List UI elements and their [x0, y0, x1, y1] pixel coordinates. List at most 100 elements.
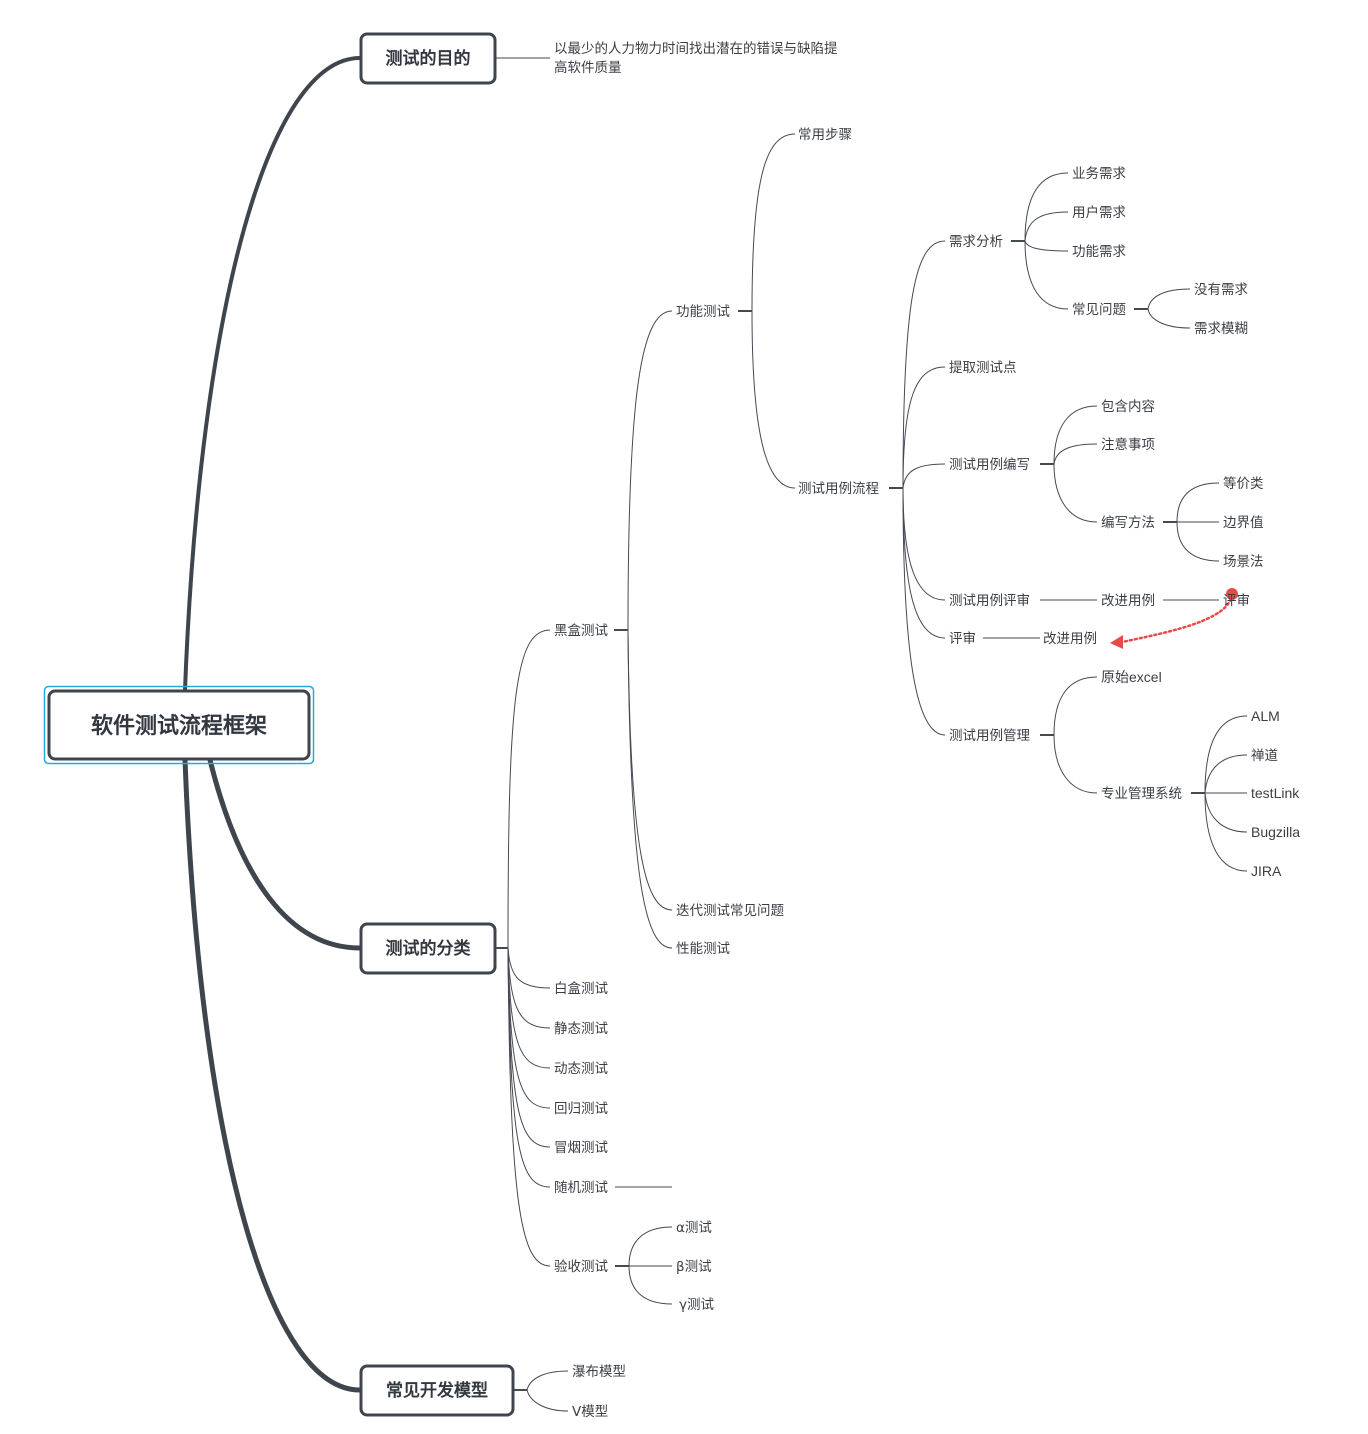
node-notes[interactable]: 注意事项	[1101, 436, 1155, 453]
node-dynamic[interactable]: 动态测试	[554, 1061, 608, 1077]
to-alpha	[628, 1226, 673, 1267]
node-user-req[interactable]: 用户需求	[1072, 204, 1126, 221]
to-acceptance	[507, 947, 551, 1267]
to-vague-req	[1147, 308, 1191, 329]
node-bugzilla[interactable]: Bugzilla	[1251, 824, 1300, 840]
to-alm	[1204, 715, 1248, 794]
node-alm[interactable]: ALM	[1251, 708, 1280, 724]
branch-to-purpose	[183, 56, 361, 691]
node-methods[interactable]: 编写方法	[1101, 515, 1155, 531]
node-gamma[interactable]: γ测试	[679, 1297, 714, 1313]
root-selection-outline	[43, 685, 315, 765]
to-functional	[627, 310, 673, 631]
node-vague-req[interactable]: 需求模糊	[1194, 321, 1248, 337]
to-scenario	[1176, 521, 1220, 562]
to-contents	[1053, 405, 1098, 465]
purpose-desc-line2[interactable]: 高软件质量	[554, 59, 622, 76]
main-branches	[182, 56, 361, 1393]
node-functional[interactable]: 功能测试	[676, 304, 730, 320]
to-req-analysis	[902, 240, 946, 489]
node-case-review[interactable]: 测试用例评审	[949, 593, 1030, 609]
case-management-branches	[1040, 676, 1248, 872]
to-gamma	[628, 1265, 673, 1305]
to-methods	[1053, 463, 1098, 523]
node-boundary[interactable]: 边界值	[1223, 515, 1264, 531]
node-zentao[interactable]: 禅道	[1251, 748, 1278, 764]
topic-classification[interactable]: 测试的分类	[359, 922, 497, 975]
node-excel[interactable]: 原始excel	[1101, 669, 1162, 685]
to-review	[902, 487, 946, 639]
node-case-flow[interactable]: 测试用例流程	[798, 481, 879, 497]
purpose-box	[359, 32, 497, 85]
black-box-branches	[614, 310, 673, 949]
node-case-writing[interactable]: 测试用例编写	[949, 457, 1030, 473]
dev-models-box	[359, 1364, 515, 1417]
case-flow-branches	[889, 240, 946, 736]
to-case-writing	[902, 463, 946, 489]
to-v-model	[526, 1389, 569, 1412]
node-business-req[interactable]: 业务需求	[1072, 166, 1126, 182]
to-zentao	[1204, 754, 1248, 794]
node-req-analysis[interactable]: 需求分析	[949, 234, 1003, 250]
node-extract-points[interactable]: 提取测试点	[949, 360, 1017, 376]
dev-models-branches	[513, 1370, 569, 1412]
node-waterfall[interactable]: 瀑布模型	[572, 1364, 626, 1380]
node-alpha[interactable]: α测试	[676, 1220, 712, 1236]
node-v-model[interactable]: V模型	[572, 1404, 608, 1420]
to-bugzilla	[1204, 792, 1248, 833]
node-acceptance[interactable]: 验收测试	[554, 1259, 608, 1275]
review-branches	[983, 599, 1219, 639]
node-review[interactable]: 评审	[949, 631, 976, 647]
node-common-steps[interactable]: 常用步骤	[798, 127, 852, 143]
node-beta[interactable]: β测试	[676, 1259, 712, 1275]
node-function-req[interactable]: 功能需求	[1072, 244, 1126, 260]
node-random[interactable]: 随机测试	[554, 1180, 608, 1196]
node-equivalence[interactable]: 等价类	[1223, 475, 1264, 492]
node-black-box[interactable]: 黑盒测试	[554, 622, 608, 639]
branch-to-classification	[207, 759, 361, 951]
to-case-management	[902, 487, 946, 736]
purpose-desc-line1[interactable]: 以最少的人力物力时间找出潜在的错误与缺陷提	[554, 41, 838, 57]
node-performance[interactable]: 性能测试	[676, 941, 730, 957]
node-jira[interactable]: JIRA	[1251, 863, 1282, 879]
node-case-review-review[interactable]: 评审	[1223, 593, 1250, 609]
topic-dev-models[interactable]: 常见开发模型	[359, 1364, 515, 1417]
node-testlink[interactable]: testLink	[1251, 785, 1300, 801]
to-function	[1024, 240, 1069, 252]
node-review-improve[interactable]: 改进用例	[1043, 631, 1097, 647]
to-common-steps	[751, 133, 796, 312]
to-black-box	[507, 629, 551, 949]
dev-models-label: 常见开发模型	[386, 1380, 488, 1401]
node-regression[interactable]: 回归测试	[554, 1100, 608, 1117]
to-excel	[1053, 676, 1098, 736]
subtopic-labels: 以最少的人力物力时间找出潜在的错误与缺陷提 高软件质量 黑盒测试 功能测试 常用…	[554, 41, 1300, 1420]
node-pro-system[interactable]: 专业管理系统	[1101, 786, 1182, 802]
to-equivalence	[1176, 482, 1220, 523]
relationship-arrowhead	[1110, 635, 1123, 649]
branch-to-dev-models	[182, 759, 361, 1393]
node-no-req[interactable]: 没有需求	[1194, 282, 1248, 298]
node-iteration-issues[interactable]: 迭代测试常见问题	[676, 903, 784, 919]
node-case-management[interactable]: 测试用例管理	[949, 728, 1030, 744]
classification-box	[359, 922, 497, 975]
node-smoke[interactable]: 冒烟测试	[554, 1140, 608, 1156]
purpose-label: 测试的目的	[386, 48, 471, 69]
to-notes	[1053, 443, 1098, 465]
root-topic[interactable]: 软件测试流程框架	[43, 685, 315, 765]
relationship-link[interactable]	[1110, 588, 1238, 649]
topic-purpose[interactable]: 测试的目的	[359, 32, 497, 85]
to-performance	[627, 629, 673, 949]
relationship-line[interactable]	[1120, 592, 1234, 644]
node-case-review-improve[interactable]: 改进用例	[1101, 593, 1155, 609]
to-no-req	[1147, 288, 1191, 310]
to-user	[1024, 211, 1069, 242]
classification-branches	[495, 629, 672, 1267]
node-static[interactable]: 静态测试	[554, 1021, 608, 1037]
relationship-handle[interactable]	[1226, 588, 1238, 600]
case-writing-branches	[1040, 405, 1220, 562]
node-scenario[interactable]: 场景法	[1223, 554, 1264, 570]
node-contents[interactable]: 包含内容	[1101, 398, 1155, 415]
node-white-box[interactable]: 白盒测试	[554, 980, 608, 997]
node-common-issues[interactable]: 常见问题	[1072, 302, 1126, 318]
